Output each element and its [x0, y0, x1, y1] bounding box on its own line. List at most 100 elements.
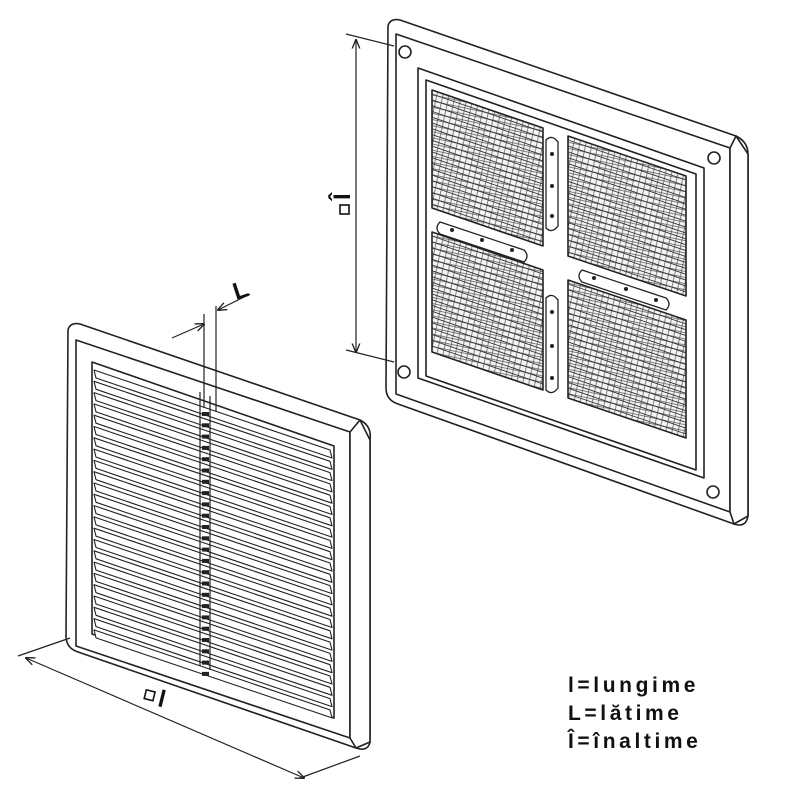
mesh-row	[567, 353, 687, 394]
front-grille	[65, 322, 372, 750]
mesh-row	[567, 324, 687, 365]
mesh-row	[567, 251, 687, 293]
mesh-row	[431, 235, 544, 275]
mesh-row	[567, 216, 687, 258]
height-dimension	[345, 33, 395, 363]
mesh-row	[567, 329, 687, 371]
mesh-row	[567, 283, 687, 325]
louver-blade	[93, 482, 333, 572]
rib-notch	[202, 660, 209, 665]
mesh-row	[567, 163, 687, 205]
mesh-row	[567, 300, 687, 342]
mesh-row	[567, 318, 687, 360]
screw-bottom-left	[397, 365, 411, 379]
mesh-row	[567, 387, 687, 429]
mesh-row	[567, 358, 687, 400]
mesh-row	[567, 204, 687, 246]
mesh-row	[431, 197, 544, 237]
legend-height: Î=înaltime	[568, 730, 702, 753]
mesh-row	[431, 128, 544, 168]
louver-blade	[93, 550, 333, 640]
mesh-row	[431, 270, 544, 310]
mesh-row	[567, 370, 687, 412]
mesh-row	[431, 252, 544, 292]
rib-notch	[202, 615, 209, 620]
louver-blade	[93, 425, 333, 516]
mesh-row	[431, 116, 544, 156]
mesh-row	[567, 245, 687, 287]
mesh-row	[431, 328, 544, 368]
mesh-row	[567, 151, 687, 193]
front-louvers	[93, 369, 333, 719]
rib-notch	[202, 434, 209, 439]
rib-notch	[202, 604, 209, 609]
louver-blade	[93, 538, 333, 629]
mesh-row	[431, 139, 544, 179]
mesh-row	[431, 151, 544, 191]
mesh-row	[567, 306, 687, 348]
rib-notch	[202, 412, 209, 416]
svg-text:Î: Î	[328, 192, 356, 201]
rib-notch	[202, 626, 209, 631]
mesh-row	[567, 222, 687, 263]
louver-blade	[93, 369, 333, 459]
mesh-row	[431, 247, 544, 287]
mesh-row	[567, 174, 687, 216]
louver-blade	[93, 414, 333, 504]
mesh-row	[431, 174, 544, 214]
mesh-row	[567, 341, 687, 383]
mesh-row	[431, 305, 544, 344]
legend-length: l=lungime	[568, 674, 700, 697]
rib-notch	[202, 445, 209, 450]
louver-blade	[93, 493, 333, 583]
louver-blade	[93, 561, 333, 651]
mesh-row	[567, 376, 687, 418]
mesh-row	[431, 281, 544, 321]
mesh-row	[567, 295, 687, 337]
louver-blade	[93, 471, 333, 561]
mesh-row	[567, 393, 687, 435]
rib-notch	[202, 502, 209, 507]
mesh-row	[567, 289, 687, 331]
front-rib-dots	[202, 412, 209, 676]
rib-notch	[202, 513, 209, 518]
mesh-row	[431, 180, 544, 220]
mesh-row	[431, 299, 544, 339]
rib-notch	[202, 491, 209, 496]
length-dimension-line	[26, 658, 304, 778]
louver-blade	[93, 437, 333, 527]
mesh-row	[431, 122, 544, 162]
rib-notch	[202, 468, 209, 473]
svg-text:l: l	[155, 685, 168, 713]
mesh-row	[567, 210, 687, 252]
length-dimension	[17, 637, 361, 778]
mesh-row	[431, 345, 544, 385]
mesh-row	[567, 145, 687, 187]
front-center-rib	[199, 392, 211, 670]
mesh-row	[567, 157, 687, 199]
width-dimension-line	[171, 324, 204, 339]
dimension-legend: l=lungime L=lătime Î=înaltime	[568, 672, 701, 756]
mesh-row	[431, 110, 544, 150]
mesh-row	[431, 293, 544, 333]
rib-right	[578, 269, 670, 311]
mesh-row	[431, 134, 544, 173]
rib-notch	[202, 558, 209, 563]
mesh-row	[567, 233, 687, 275]
width-dimension	[171, 293, 251, 412]
screw-top-left	[398, 45, 412, 59]
mesh-row	[431, 168, 544, 208]
mesh-row	[431, 191, 544, 231]
rib-notch	[202, 547, 209, 552]
louver-blade	[93, 459, 333, 549]
mesh-row	[431, 241, 544, 281]
louver-blade	[93, 527, 333, 617]
rib-notch	[202, 536, 209, 541]
mesh-row	[431, 99, 544, 139]
mesh-row	[567, 239, 687, 281]
mesh-row	[431, 157, 544, 197]
mesh-row	[431, 264, 544, 304]
mesh-row	[431, 316, 544, 356]
mesh-row	[431, 339, 544, 379]
